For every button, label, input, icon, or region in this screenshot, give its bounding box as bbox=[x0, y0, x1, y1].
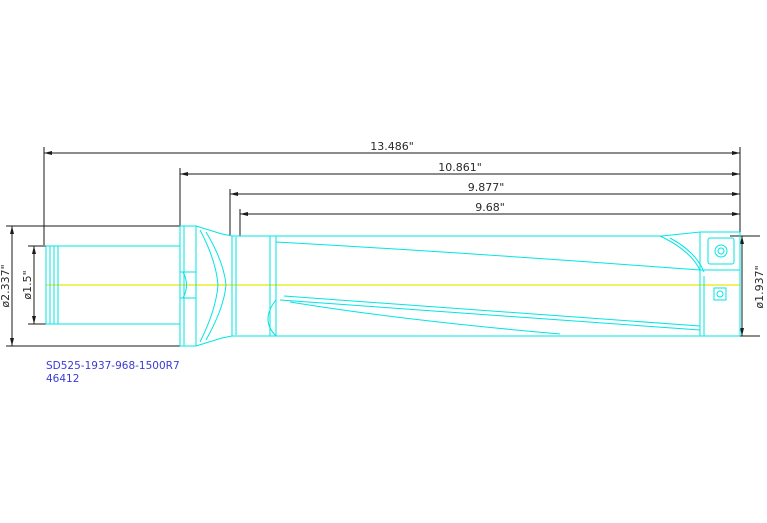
insert-pocket bbox=[707, 237, 735, 265]
dim-length-from-neck: 9.877" bbox=[468, 181, 505, 194]
flute-line-2 bbox=[279, 299, 701, 331]
part-number: SD525-1937-968-1500R7 bbox=[46, 360, 180, 372]
dim-flute-length: 9.68" bbox=[475, 201, 505, 214]
drill-body bbox=[45, 225, 741, 347]
flute-line-1 bbox=[275, 241, 701, 271]
flange-taper-top bbox=[195, 225, 233, 237]
flange-taper-bottom bbox=[195, 335, 233, 347]
dim-flange-diameter: ø2.337" bbox=[0, 264, 12, 307]
flange bbox=[179, 225, 197, 347]
head-top bbox=[661, 231, 701, 270]
dim-drill-diameter: ø1.937" bbox=[753, 265, 766, 308]
arrowheads bbox=[10, 151, 744, 346]
insert-screw bbox=[714, 244, 728, 258]
coolant-port bbox=[713, 287, 727, 301]
dim-overall-length: 13.486" bbox=[370, 140, 414, 153]
dim-length-from-flange: 10.861" bbox=[438, 161, 482, 174]
item-code: 46412 bbox=[46, 373, 79, 385]
dim-shank-diameter: ø1.5" bbox=[21, 270, 34, 299]
